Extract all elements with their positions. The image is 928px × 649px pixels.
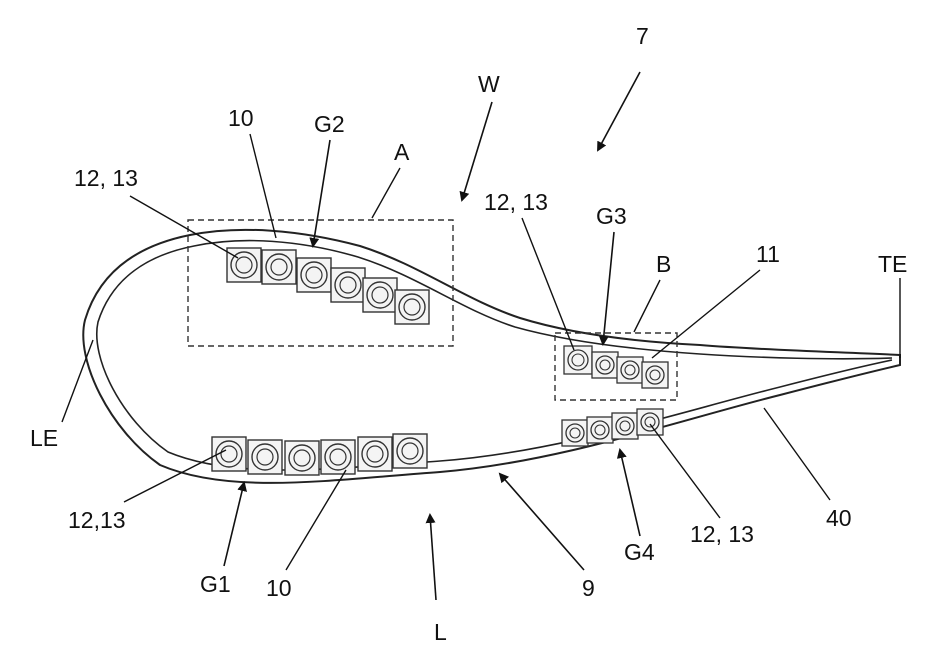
label-12-13-top-mid: 12, 13 [484, 189, 548, 215]
channel-group-g2 [227, 248, 429, 324]
label-10-bottom: 10 [266, 575, 292, 601]
cooling-channel [297, 258, 331, 292]
label-12-13-bottom-right: 12, 13 [690, 521, 754, 547]
arrow-g1 [224, 483, 244, 566]
arrow-l [430, 515, 436, 600]
label-l: L [434, 619, 447, 645]
cooling-channel [363, 278, 397, 312]
leader-10-top [250, 134, 276, 238]
cooling-channel [285, 441, 319, 475]
cooling-channel [564, 346, 592, 374]
label-12-13-top-left: 12, 13 [74, 165, 138, 191]
arrow-9 [500, 474, 584, 570]
arrow-g4 [620, 450, 640, 536]
cooling-channel [587, 417, 613, 443]
leader-10-bottom [286, 470, 346, 570]
cooling-channel [262, 250, 296, 284]
cooling-channel [612, 413, 638, 439]
arrow-g3 [603, 232, 614, 344]
arrow-g2 [313, 140, 330, 246]
label-g2: G2 [314, 111, 345, 137]
arrow-w [462, 102, 492, 200]
label-9: 9 [582, 575, 595, 601]
label-w: W [478, 71, 500, 97]
airfoil-outer-wall [83, 230, 900, 483]
channel-group-g3 [564, 346, 668, 388]
cooling-channel [637, 409, 663, 435]
airfoil-inner-wall [97, 241, 892, 470]
leader-40 [764, 408, 830, 500]
cooling-channel [321, 440, 355, 474]
cooling-channel [617, 357, 643, 383]
label-7: 7 [636, 23, 649, 49]
cooling-channel [562, 420, 588, 446]
label-te: TE [878, 251, 907, 277]
leader-b [634, 280, 660, 332]
arrow-7 [598, 72, 640, 150]
label-12-13-bottom-left: 12,13 [68, 507, 126, 533]
label-b: B [656, 251, 671, 277]
cooling-channel [331, 268, 365, 302]
leader-le [62, 340, 93, 422]
label-a: A [394, 139, 410, 165]
cooling-channel [395, 290, 429, 324]
label-g3: G3 [596, 203, 627, 229]
cooling-channel [642, 362, 668, 388]
cooling-channel [248, 440, 282, 474]
label-10-top: 10 [228, 105, 254, 131]
leader-12-13-bottom-left [124, 450, 226, 502]
label-40: 40 [826, 505, 852, 531]
leader-a [372, 168, 400, 218]
cooling-channel [358, 437, 392, 471]
label-11: 11 [756, 241, 780, 267]
channel-group-g1 [212, 434, 427, 475]
cooling-channel [592, 352, 618, 378]
cooling-channel [393, 434, 427, 468]
cooling-channel [227, 248, 261, 282]
label-g1: G1 [200, 571, 231, 597]
channel-group-g4 [562, 409, 663, 446]
label-le: LE [30, 425, 58, 451]
label-g4: G4 [624, 539, 655, 565]
leader-12-13-bottom-right [650, 424, 720, 518]
